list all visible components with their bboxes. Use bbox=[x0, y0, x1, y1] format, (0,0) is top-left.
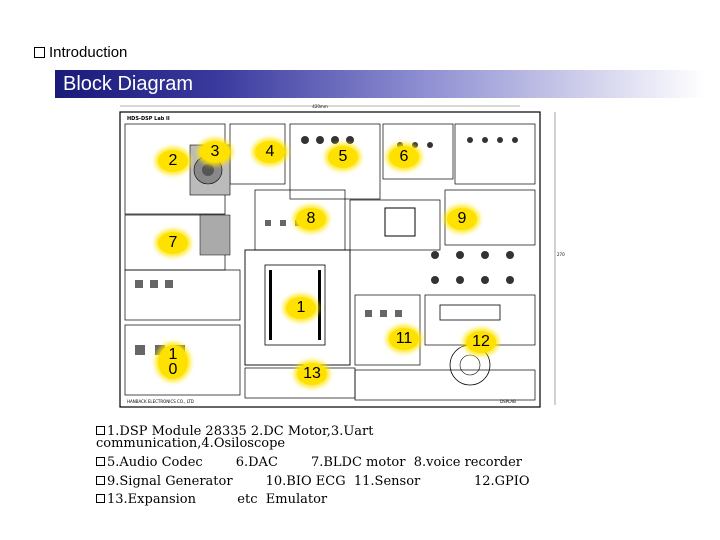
board-footer-left: HANBACK ELECTRONICS CO., LTD bbox=[127, 399, 194, 404]
description-line-1: 1.DSP Module 28335 2.DC Motor,3.Uart bbox=[96, 424, 373, 439]
callout-9: 9 bbox=[447, 208, 477, 230]
callout-1: 1 bbox=[286, 297, 316, 319]
description-line-2: 5.Audio Codec 6.DAC 7.BLDC motor 8.voice… bbox=[96, 455, 522, 470]
description-line-4: 13.Expansion etc Emulator bbox=[96, 492, 327, 507]
description-line-3-text: 9.Signal Generator 10.BIO ECG 11.Sensor … bbox=[107, 474, 530, 489]
checkbox-bullet-icon bbox=[34, 47, 45, 58]
checkbox-bullet-icon bbox=[96, 476, 105, 485]
callout-4: 4 bbox=[255, 141, 285, 163]
callout-10-digit-2: 0 bbox=[168, 361, 178, 378]
checkbox-bullet-icon bbox=[96, 494, 105, 503]
banner-title: Block Diagram bbox=[63, 73, 194, 95]
description-line-1b: communication,4.Osiloscope bbox=[96, 436, 286, 451]
callout-2: 2 bbox=[158, 150, 188, 172]
callout-11: 11 bbox=[389, 328, 419, 350]
description-line-1-text: 1.DSP Module 28335 2.DC Motor,3.Uart bbox=[107, 424, 374, 439]
callout-6: 6 bbox=[389, 146, 419, 168]
intro-text: Introduction bbox=[49, 44, 128, 61]
dimension-top: 420mm bbox=[312, 104, 328, 109]
callout-3: 3 bbox=[200, 141, 230, 163]
callout-12: 12 bbox=[466, 331, 496, 353]
section-banner: Block Diagram bbox=[55, 70, 705, 98]
callout-10: 1 0 bbox=[158, 345, 188, 379]
callout-7: 7 bbox=[158, 232, 188, 254]
board-title: HDS-DSP Lab II bbox=[127, 116, 170, 122]
intro-heading: Introduction bbox=[34, 44, 127, 61]
board-footer-right: DSPLAB bbox=[500, 399, 516, 404]
dimension-right: 270mm bbox=[557, 252, 565, 257]
description-line-2-text: 5.Audio Codec 6.DAC 7.BLDC motor 8.voice… bbox=[107, 455, 523, 470]
checkbox-bullet-icon bbox=[96, 426, 105, 435]
description-line-3: 9.Signal Generator 10.BIO ECG 11.Sensor … bbox=[96, 474, 530, 489]
callout-10-digit-1: 1 bbox=[168, 346, 178, 363]
description-line-4-text: 13.Expansion etc Emulator bbox=[107, 492, 328, 507]
callout-8: 8 bbox=[296, 208, 326, 230]
callout-5: 5 bbox=[328, 146, 358, 168]
callout-13: 13 bbox=[297, 363, 327, 385]
checkbox-bullet-icon bbox=[96, 457, 105, 466]
